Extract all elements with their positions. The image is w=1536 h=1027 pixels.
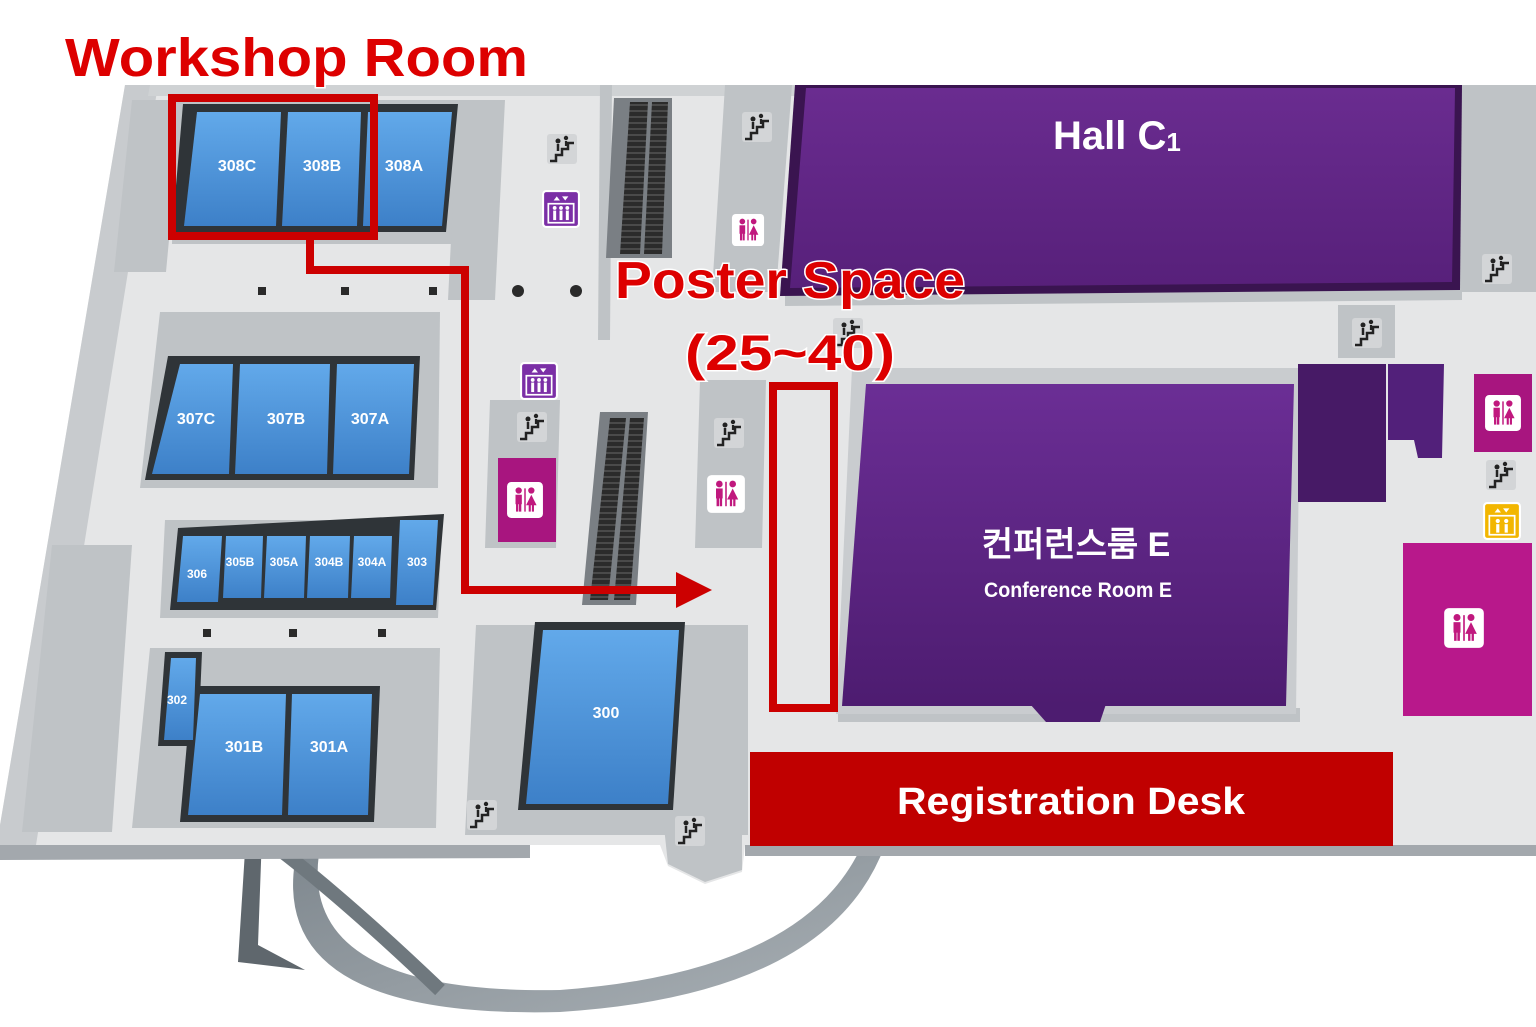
workshop-room-title: Workshop Room (65, 28, 528, 88)
room-308c-label: 308C (218, 158, 257, 175)
poster-space-highlight (769, 382, 838, 712)
room-307b-label: 307B (267, 411, 305, 428)
room-302-label: 302 (167, 693, 187, 707)
room-308b-label: 308B (303, 158, 341, 175)
restroom-icon (1444, 608, 1484, 648)
stairs-icon (1352, 318, 1382, 348)
room-305a-label: 305A (270, 555, 299, 569)
room-300: 300 (518, 622, 685, 810)
side-rooms (1298, 364, 1444, 502)
rooms-307: 307C 307B 307A (145, 356, 420, 480)
stairs-icon (547, 134, 577, 164)
restroom-icon (507, 482, 543, 518)
curved-walkway (238, 826, 885, 1013)
stairs-icon (1486, 460, 1516, 490)
rooms-308: 308C 308B 308A (172, 104, 458, 232)
room-308c (184, 112, 281, 226)
poster-space-title: Poster Space (615, 252, 965, 310)
room-301a (288, 694, 372, 815)
room-308a (363, 112, 452, 226)
pillars (203, 285, 582, 637)
room-304b (307, 536, 350, 598)
room-303 (396, 520, 438, 605)
hall-c1-label: Hall C1 (1053, 114, 1181, 158)
room-307a (333, 364, 414, 474)
elevator-icon (542, 190, 580, 228)
rooms-306-303: 306 305B 305A 304B 304A 303 (170, 514, 444, 610)
restroom-icon (1485, 395, 1521, 431)
room-305a (264, 536, 306, 598)
room-307b (235, 364, 330, 474)
room-306 (177, 536, 222, 602)
elevator-icon (520, 362, 558, 400)
restroom-icon (731, 213, 765, 247)
conference-room-english-label: Conference Room E (984, 579, 1172, 602)
room-306-label: 306 (187, 567, 207, 581)
room-307c (152, 364, 233, 474)
room-301b (188, 694, 286, 815)
stairs-icon (675, 816, 705, 846)
room-304a (351, 536, 392, 598)
room-308a-label: 308A (385, 158, 424, 175)
room-301b-label: 301B (225, 739, 263, 756)
elevator-icon (1483, 502, 1521, 540)
room-307a-label: 307A (351, 411, 390, 428)
stairs-icon (714, 418, 744, 448)
room-302 (164, 658, 196, 740)
registration-desk-label: Registration Desk (897, 781, 1246, 823)
escalator-icon (606, 98, 672, 258)
workshop-room-highlight (168, 94, 378, 240)
room-305b-label: 305B (226, 555, 255, 569)
route-arrow (306, 238, 712, 608)
poster-space-range: (25~40) (685, 325, 895, 381)
registration-desk: Registration Desk (750, 752, 1393, 846)
room-304a-label: 304A (358, 555, 387, 569)
stairs-icon (467, 800, 497, 830)
hall-c1-subscript: 1 (1166, 127, 1180, 157)
room-308b (282, 112, 361, 226)
room-307c-label: 307C (177, 411, 216, 428)
room-305b (223, 536, 263, 598)
stairs-icon (1482, 254, 1512, 284)
restroom-icon (707, 475, 745, 513)
room-303-label: 303 (407, 555, 427, 569)
conference-room-e: 컨퍼런스룸 E Conference Room E (836, 368, 1300, 722)
room-300-label: 300 (593, 705, 620, 722)
room-304b-label: 304B (315, 555, 344, 569)
hall-c1: Hall C1 (780, 85, 1462, 296)
escalator-icon (582, 412, 648, 605)
stairs-icon (517, 412, 547, 442)
conference-room-korean-label: 컨퍼런스룸 E (982, 526, 1171, 564)
stairs-icon (742, 112, 772, 142)
hall-c1-name: Hall C (1053, 114, 1166, 158)
rooms-302-301: 302 301B 301A (158, 652, 380, 822)
room-301a-label: 301A (310, 739, 349, 756)
